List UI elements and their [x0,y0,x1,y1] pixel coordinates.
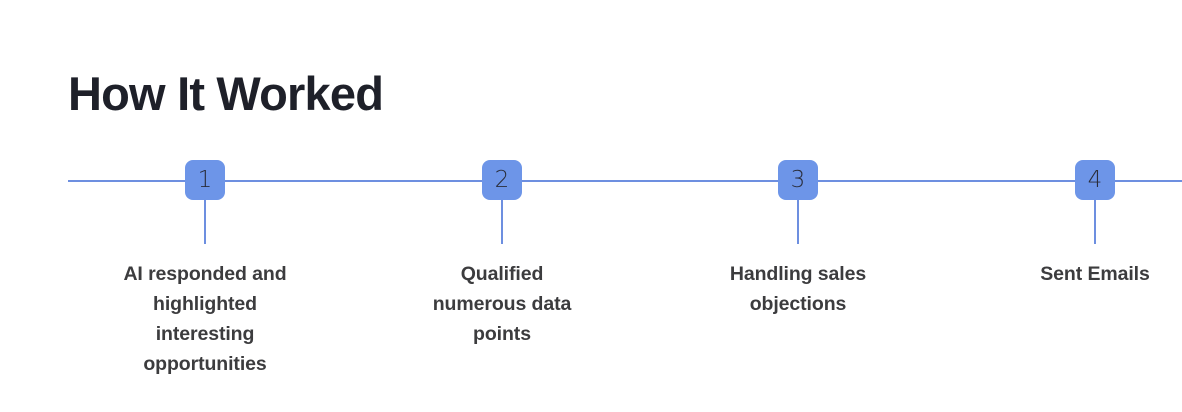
step-label-line: interesting [155,323,255,345]
step-label-line: opportunities [143,353,267,375]
step-marker-3[interactable]: 3 [778,160,818,200]
step-connector-stem-3 [797,200,799,244]
step-marker-2[interactable]: 2 [482,160,522,200]
step-label-1: AI responded and highlighted interesting op… [80,259,330,379]
step-label-line: points [473,323,531,345]
step-marker-1[interactable]: 1 [185,160,225,200]
step-label-line: Qualified [460,263,544,285]
step-label-line: highlighted [153,293,257,315]
timeline-axis-line [68,180,1182,182]
step-label-2: Qualified numerous data points [377,259,627,349]
step-connector-stem-4 [1094,200,1096,244]
step-connector-stem-2 [501,200,503,244]
step-label-3: Handling sales objections [673,259,923,319]
step-label-line: AI responded and [123,263,287,285]
step-number-label: 2 [494,166,510,193]
step-marker-4[interactable]: 4 [1075,160,1115,200]
step-label-4: Sent Emails [970,259,1182,289]
page-title: How It Worked [68,67,384,120]
step-label-line: Handling sales [729,263,867,285]
step-label-line: Sent Emails [1040,263,1150,285]
step-number-label: 4 [1087,166,1103,193]
step-label-line: numerous data [432,293,572,315]
step-number-label: 1 [197,166,213,193]
step-connector-stem-1 [204,200,206,244]
step-number-label: 3 [790,166,806,193]
step-label-line: objections [749,293,847,315]
